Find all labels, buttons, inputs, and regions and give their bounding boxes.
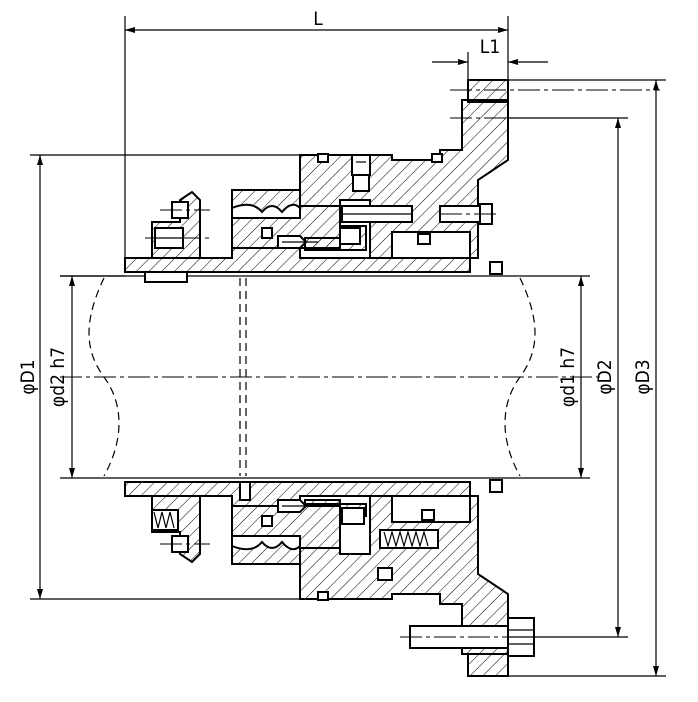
dimension-label-D3: φD3 [632,359,654,394]
dimension-lines [30,16,666,677]
dimension-label-L1: L1 [480,36,500,58]
dimension-label-D1: φD1 [17,359,39,394]
dimension-label-d2: φd2 h7 [47,347,69,407]
seal-upper-half [124,79,660,283]
dimension-label-L: L [313,8,323,30]
dimension-label-D2: φD2 [594,359,616,394]
dimension-label-d1: φd1 h7 [557,347,579,407]
seal-lower-half [124,479,545,677]
